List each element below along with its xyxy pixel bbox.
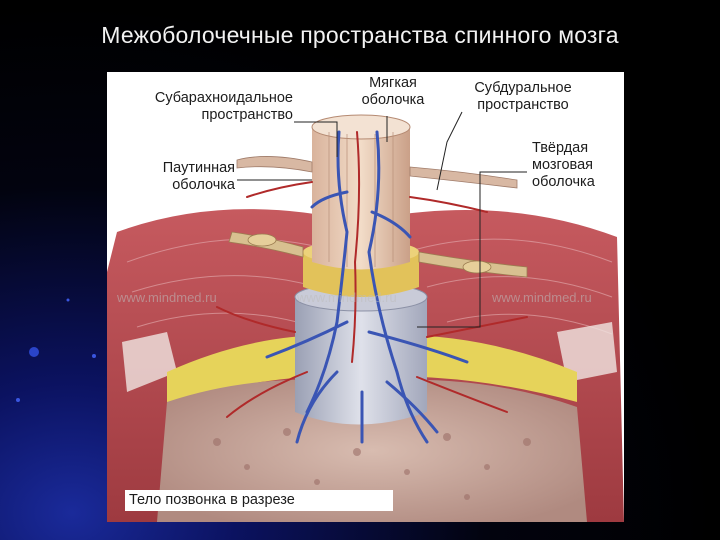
vertebral-body (157, 379, 587, 522)
label-subdural-space: Субдуральное пространство (474, 80, 572, 113)
label-pia-mater: Мягкая оболочка (361, 75, 425, 108)
leader-lines (237, 111, 527, 328)
watermark-text: www.mindmed.ru (492, 290, 592, 305)
watermark-text: www.mindmed.ru (117, 290, 217, 305)
blue-dot-icon (66, 298, 70, 302)
dura-mater (295, 297, 427, 425)
blue-dot-icon (92, 354, 96, 358)
label-arachnoid-mater: Паутинная оболочка (162, 160, 235, 193)
vein-network (265, 130, 469, 444)
label-subarachnoid-space: Субарахноидальное пространство (154, 90, 293, 123)
anatomy-figure: www.mindmed.ru www.mindmed.ru www.mindme… (107, 72, 624, 522)
watermark-text: www.mindmed.ru (297, 290, 397, 305)
slide-title: Межоболочечные пространства спинного моз… (101, 22, 619, 48)
blue-dot-icon (29, 347, 39, 357)
spinal-cord-illustration (107, 111, 624, 522)
label-vertebral-body: Тело позвонка в разрезе (125, 490, 393, 511)
nerve-root (409, 166, 518, 189)
blue-dot-icon (16, 398, 20, 402)
label-dura-mater: Твёрдая мозговая оболочка (532, 140, 595, 190)
nerve-root (236, 156, 313, 173)
spinal-cord (312, 127, 410, 270)
